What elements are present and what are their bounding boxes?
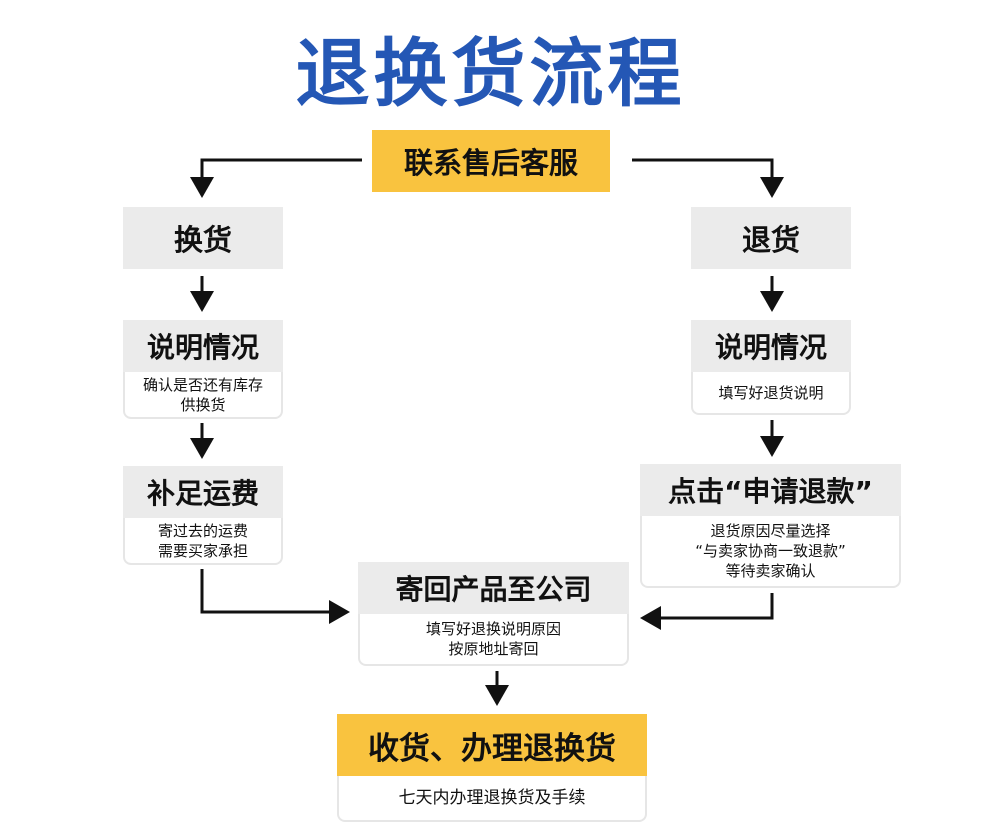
description-line: 确认是否还有库存 <box>142 375 263 394</box>
description-line: 供换货 <box>180 395 226 414</box>
node-refund: 点击“申请退款” 退货原因尽量选择 “与卖家协商一致退款” 等待卖家确认 <box>640 464 901 588</box>
node-receive: 收货、办理退换货 七天内办理退换货及手续 <box>337 714 647 822</box>
description-line: 等待卖家确认 <box>725 562 816 580</box>
description-line: 退货原因尽量选择 <box>710 522 831 540</box>
node-contact: 联系售后客服 <box>372 130 610 192</box>
node-description: 填写好退货说明 <box>691 372 851 415</box>
node-shipping: 补足运费 寄过去的运费 需要买家承担 <box>123 466 283 565</box>
arrow-contact-to-exchange <box>190 158 362 198</box>
node-return-explain: 说明情况 填写好退货说明 <box>691 320 851 415</box>
node-description: 七天内办理退换货及手续 <box>337 776 647 822</box>
node-description: 确认是否还有库存 供换货 <box>123 372 283 419</box>
node-exchange-explain: 说明情况 确认是否还有库存 供换货 <box>123 320 283 419</box>
description-line: 需要买家承担 <box>157 541 248 560</box>
arrow-contact-to-return <box>632 158 784 198</box>
node-header: 说明情况 <box>123 320 283 372</box>
node-header: 说明情况 <box>691 320 851 372</box>
description-line: 七天内办理退换货及手续 <box>398 788 586 808</box>
node-description: 退货原因尽量选择 “与卖家协商一致退款” 等待卖家确认 <box>640 516 901 588</box>
description-line: 按原地址寄回 <box>448 640 539 658</box>
node-header: 点击“申请退款” <box>640 464 901 516</box>
node-exchange: 换货 <box>123 207 283 269</box>
node-return: 退货 <box>691 207 851 269</box>
description-line: 填写好退换说明原因 <box>425 620 561 638</box>
node-send-back: 寄回产品至公司 填写好退换说明原因 按原地址寄回 <box>358 562 629 666</box>
page-title: 退换货流程 <box>295 31 686 117</box>
description-line: 填写好退货说明 <box>718 383 824 402</box>
node-header: 寄回产品至公司 <box>358 562 629 614</box>
node-description: 填写好退换说明原因 按原地址寄回 <box>358 614 629 666</box>
node-header: 收货、办理退换货 <box>337 714 647 776</box>
node-description: 寄过去的运费 需要买家承担 <box>123 518 283 565</box>
arrow-refund-to-sendback <box>640 593 774 630</box>
arrow-shipping-to-sendback <box>200 569 350 624</box>
description-line: “与卖家协商一致退款” <box>695 542 846 560</box>
node-header: 补足运费 <box>123 466 283 518</box>
description-line: 寄过去的运费 <box>157 521 248 540</box>
